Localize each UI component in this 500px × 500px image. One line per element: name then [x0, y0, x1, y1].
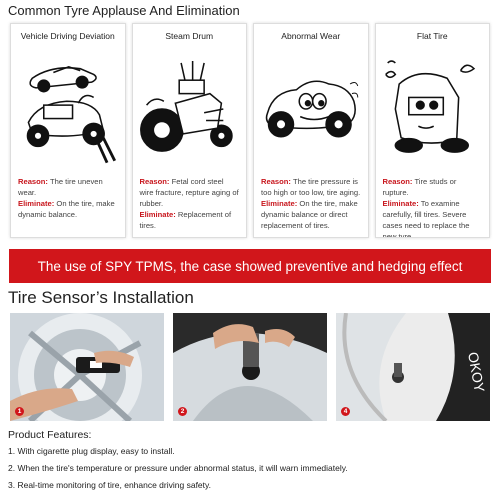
step-badge: 2: [178, 407, 187, 416]
product-features: Product Features: 1. With cigarette plug…: [8, 429, 492, 497]
photo-step-4: OKOY 4: [336, 313, 490, 421]
cartoon-car-deviation-illustration: [15, 43, 121, 173]
cartoon-race-car-illustration: [258, 43, 364, 173]
step-badge: 4: [341, 407, 350, 416]
card-steam-drum: Steam Drum Rea: [131, 23, 247, 238]
installation-photos: 1 2 OKOY 4: [10, 313, 490, 421]
feature-item: 2. When the tire's temperature or pressu…: [8, 463, 348, 473]
photo-step-1: 1: [10, 313, 164, 421]
feature-item: 3. Real-time monitoring of tire, enhance…: [8, 480, 211, 490]
photo-step-2: 2: [173, 313, 327, 421]
card-description: Reason: Tire studs or rupture. Eliminate…: [382, 177, 470, 238]
installation-title: Tire Sensor’s Installation: [8, 288, 194, 307]
card-title: Steam Drum: [165, 31, 214, 41]
card-title: Vehicle Driving Deviation: [20, 31, 115, 41]
card-title: Abnormal Wear: [281, 31, 341, 41]
cartoon-hotrod-illustration: [137, 43, 243, 173]
step-badge: 1: [15, 407, 24, 416]
features-heading: Product Features:: [8, 429, 92, 441]
card-flat-tire: Flat Tire Reas: [374, 23, 490, 238]
section-title: Common Tyre Applause And Elimination: [8, 3, 240, 18]
card-abnormal-wear: Abnormal Wear: [253, 23, 369, 238]
cartoon-flat-tire-car-illustration: [380, 43, 486, 173]
problem-cards: Vehicle Driving Deviation: [10, 23, 490, 238]
card-description: Reason: Fetal cord steel wire fracture, …: [139, 177, 239, 230]
red-banner: The use of SPY TPMS, the case showed pre…: [9, 249, 491, 283]
card-vehicle-driving-deviation: Vehicle Driving Deviation: [10, 23, 126, 238]
feature-item: 1. With cigarette plug display, easy to …: [8, 446, 175, 456]
card-description: Reason: The tire pressure is too high or…: [261, 177, 361, 230]
card-description: Reason: The tire uneven wear. Eliminate:…: [18, 177, 115, 219]
card-title: Flat Tire: [416, 31, 448, 41]
tire-sidewall-text: OKOY: [465, 351, 488, 394]
